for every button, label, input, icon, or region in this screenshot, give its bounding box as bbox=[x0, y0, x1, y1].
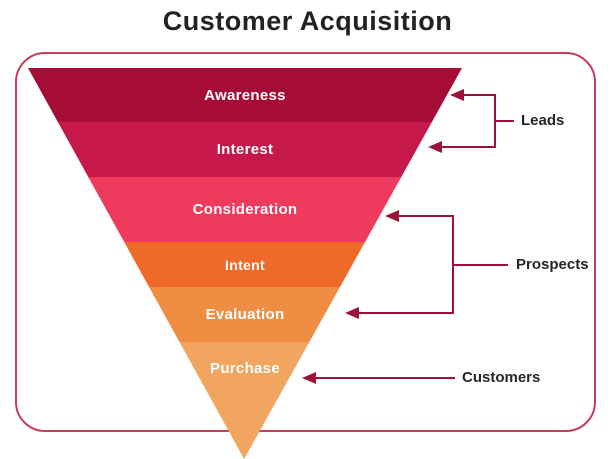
funnel-stage-label: Purchase bbox=[210, 359, 280, 377]
prospects-stub-line bbox=[454, 264, 508, 266]
customers-arrow-line bbox=[315, 377, 455, 379]
customers-label: Customers bbox=[462, 369, 541, 386]
prospects-bracket-line bbox=[452, 215, 454, 314]
arrow-left-icon bbox=[450, 89, 464, 101]
leads-label: Leads bbox=[521, 112, 565, 129]
funnel-stage-label: Consideration bbox=[192, 201, 298, 218]
prospects-arrow-line-bottom bbox=[358, 312, 454, 314]
arrow-left-icon bbox=[302, 372, 316, 384]
leads-arrow-line-bottom bbox=[441, 146, 496, 148]
funnel-stage-label: Interest bbox=[216, 141, 274, 158]
leads-arrow-line-top bbox=[463, 94, 496, 96]
funnel-stage-label: Intent bbox=[225, 256, 265, 273]
prospects-label: Prospects bbox=[516, 256, 589, 273]
arrow-left-icon bbox=[428, 141, 442, 153]
page-title: Customer Acquisition bbox=[162, 6, 453, 36]
prospects-arrow-line-top bbox=[398, 215, 454, 217]
funnel-stage-label: Evaluation bbox=[205, 306, 285, 323]
arrow-left-icon bbox=[345, 307, 359, 319]
leads-bracket-line bbox=[494, 94, 496, 148]
leads-stub-line bbox=[496, 120, 514, 122]
funnel-stage-awareness: Awareness bbox=[28, 68, 462, 122]
funnel-stage-label: Awareness bbox=[204, 86, 286, 104]
funnel-stage-interest: Interest bbox=[28, 122, 462, 177]
arrow-left-icon bbox=[385, 210, 399, 222]
